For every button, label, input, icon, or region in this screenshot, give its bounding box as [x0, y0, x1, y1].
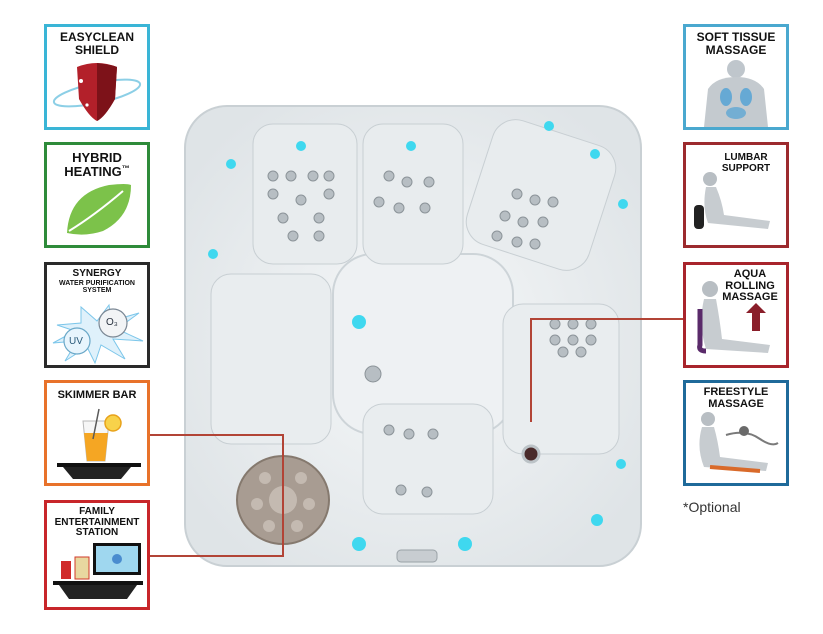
o3-label: O₃ [106, 317, 118, 328]
footwell-jet [364, 365, 382, 383]
skimmer-title: SKIMMER BAR [57, 389, 137, 401]
water-splash-icon [52, 303, 144, 365]
uv-label: UV [69, 336, 83, 347]
optional-note: *Optional [683, 499, 741, 515]
seat-top-right [465, 119, 617, 271]
seat-left [210, 273, 332, 445]
back-massage-icon [704, 60, 768, 127]
skimmer-bar-badge: SKIMMER BAR [44, 380, 150, 486]
skimmer-callout-line [150, 434, 283, 436]
seat-right-lounger [502, 303, 620, 455]
shield-icon [52, 63, 142, 121]
drink-tray-icon [57, 408, 141, 479]
jet-cluster-bottom [383, 424, 439, 498]
hot-tub-illustration [184, 105, 642, 567]
synergy-badge: SYNERGY WATER PURIFICATION SYSTEM UV O₃ [44, 262, 150, 368]
lumbar-seat-icon [694, 172, 770, 229]
seat-top-center [362, 123, 464, 265]
freestyle-seat-icon [699, 412, 779, 473]
entertainment-tray-icon [53, 543, 143, 599]
leaf-icon [67, 184, 131, 235]
aqua-callout-line [530, 318, 683, 320]
family-callout-line-vertical [282, 500, 284, 557]
jet-cluster-right [549, 318, 597, 358]
family-callout-line [150, 555, 283, 557]
jet-cluster-top-center [373, 170, 435, 214]
jet-cluster-top-right [491, 188, 559, 250]
aqua-callout-line-vertical [530, 318, 532, 422]
seat-top-left [252, 123, 358, 265]
led-lights [208, 121, 628, 551]
control-panel [396, 549, 438, 563]
diverter-valve [521, 444, 541, 464]
synergy-title: SYNERGY WATER PURIFICATION SYSTEM [59, 268, 135, 294]
seat-bottom [362, 403, 494, 515]
skimmer-callout-line-vertical [282, 434, 284, 500]
rolling-massage-icon [697, 281, 770, 354]
jet-cluster-top-left [267, 170, 335, 242]
